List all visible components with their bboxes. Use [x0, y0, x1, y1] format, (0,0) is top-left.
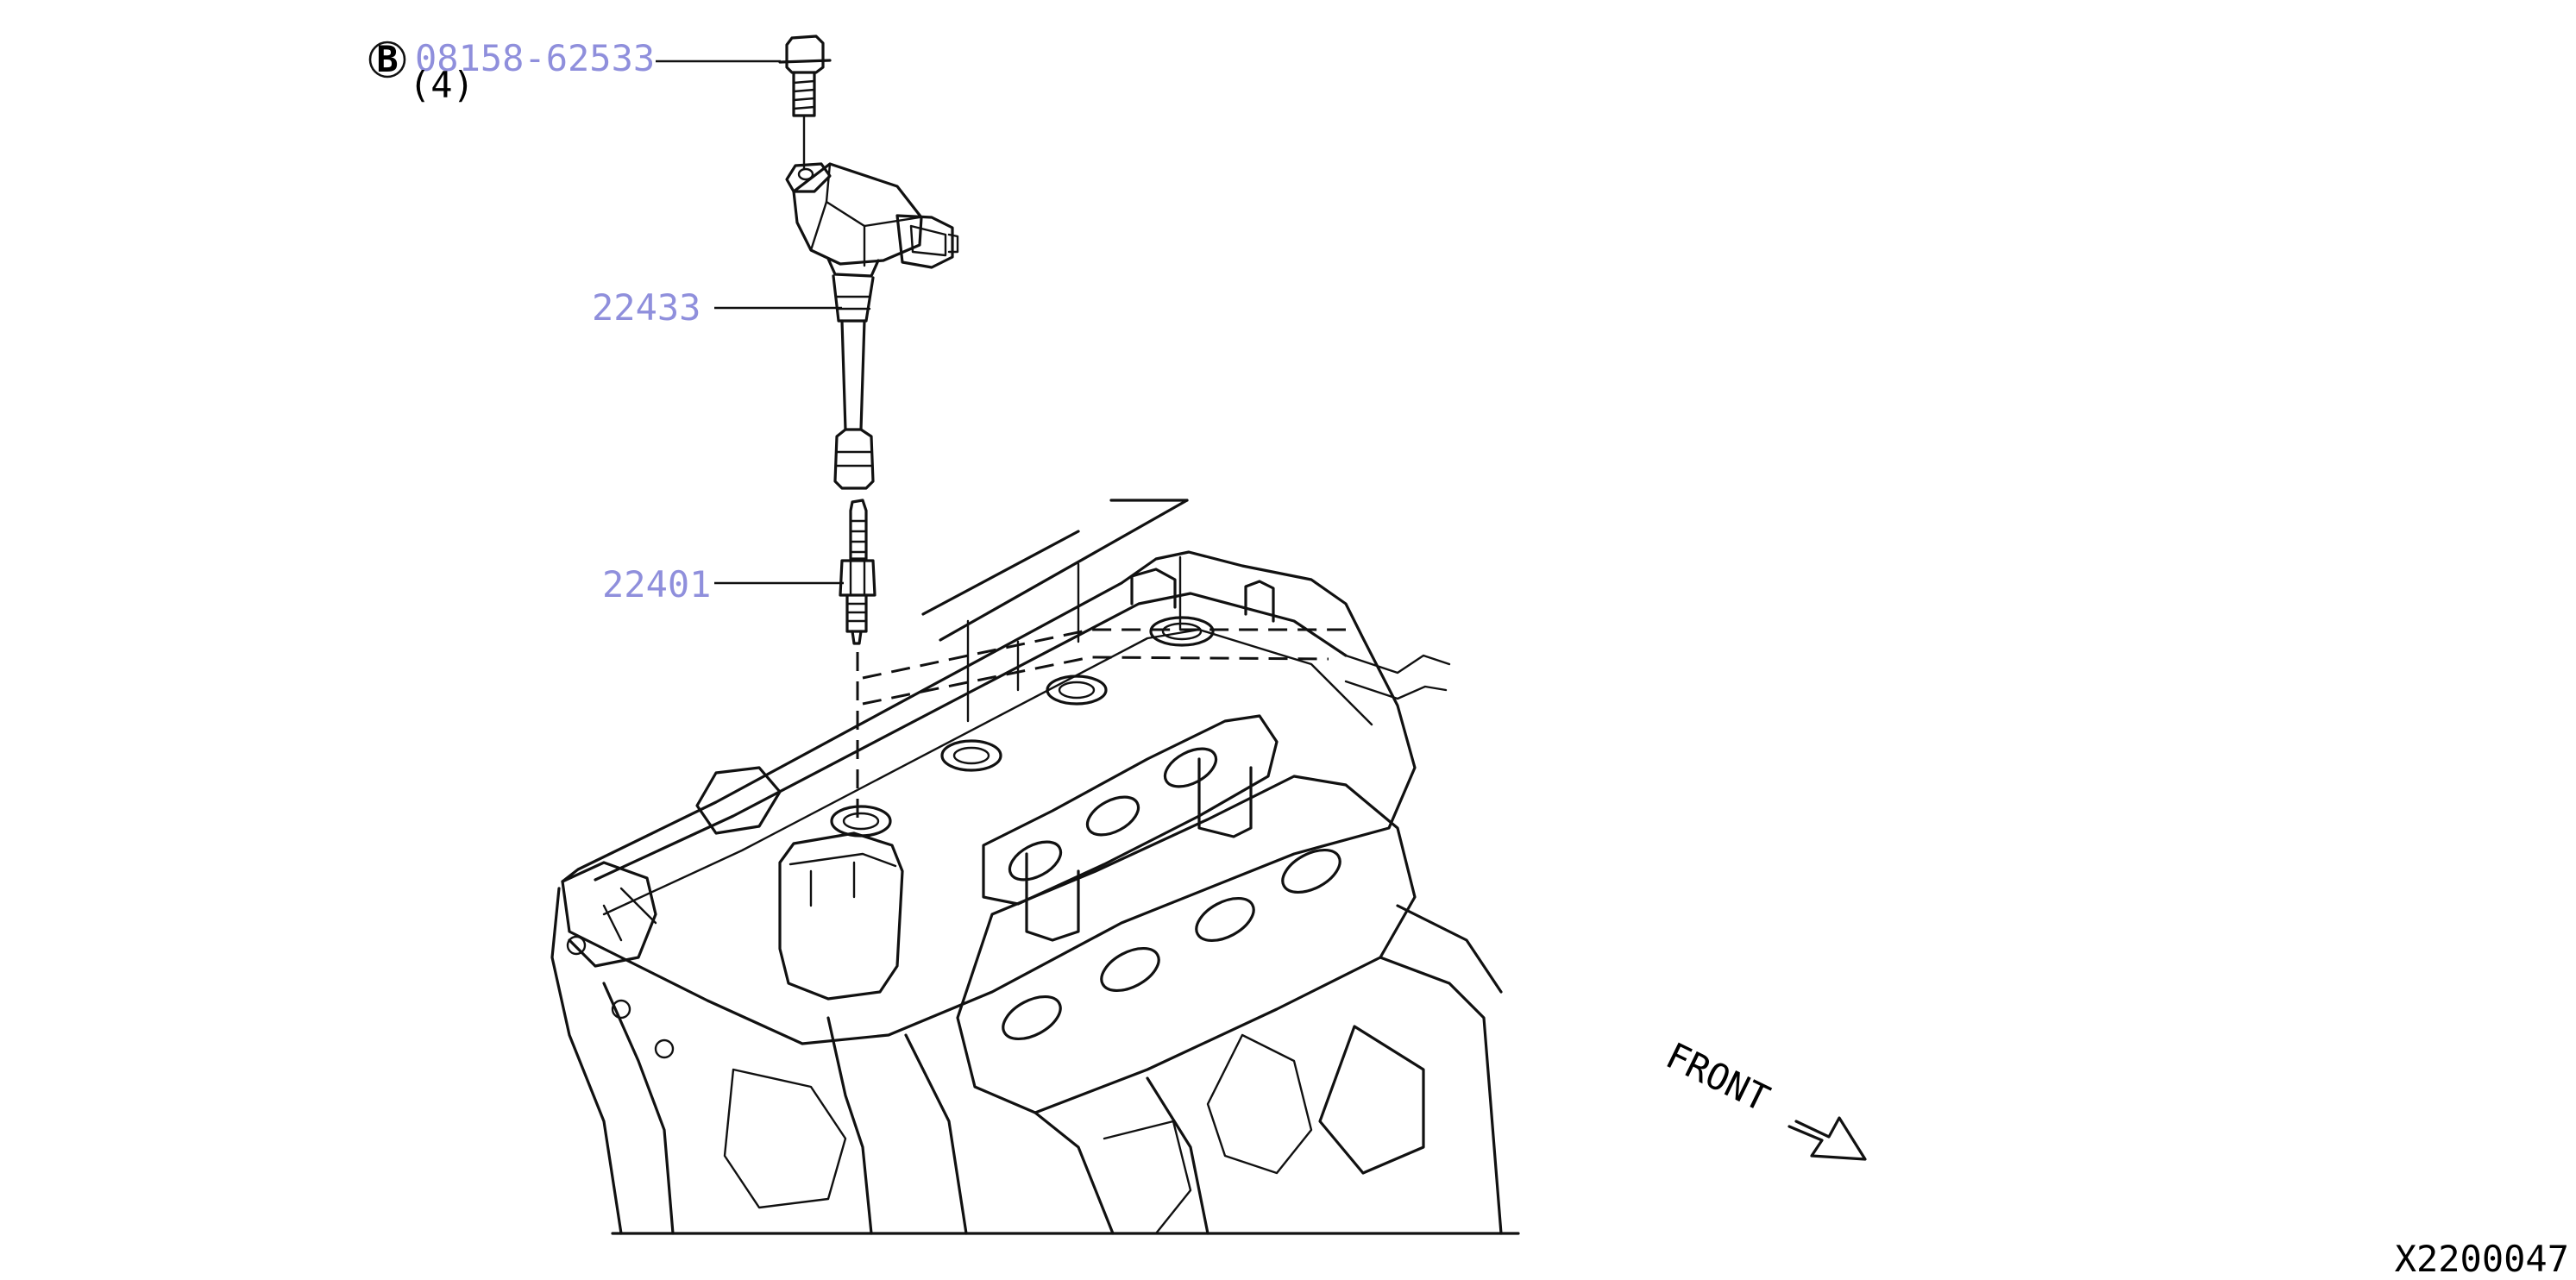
ignition-coil-part-number[interactable]: 22433: [592, 286, 701, 329]
front-label: FRONT: [1660, 1034, 1776, 1120]
spark-plug-drawing: [839, 499, 876, 819]
engine-cylinder-head-drawing: [550, 499, 1520, 1235]
reference-marker: B: [376, 38, 398, 80]
bolt-callout[interactable]: B 08158-62533 (4): [368, 37, 781, 106]
spark-plug-callout[interactable]: 22401: [602, 563, 844, 605]
bolt-part-number[interactable]: 08158-62533: [415, 37, 655, 79]
diagram-id: X2200047: [2395, 1238, 2569, 1280]
ignition-coil-callout[interactable]: 22433: [592, 286, 842, 329]
front-indicator: FRONT: [1660, 1034, 1867, 1161]
arrow-icon: [1787, 1116, 1867, 1161]
reference-b-icon: [368, 41, 406, 78]
ignition-coil-drawing: [785, 162, 959, 490]
bolt-drawing: [778, 35, 832, 171]
spark-plug-part-number[interactable]: 22401: [602, 563, 711, 605]
bolt-quantity: (4): [409, 64, 474, 106]
